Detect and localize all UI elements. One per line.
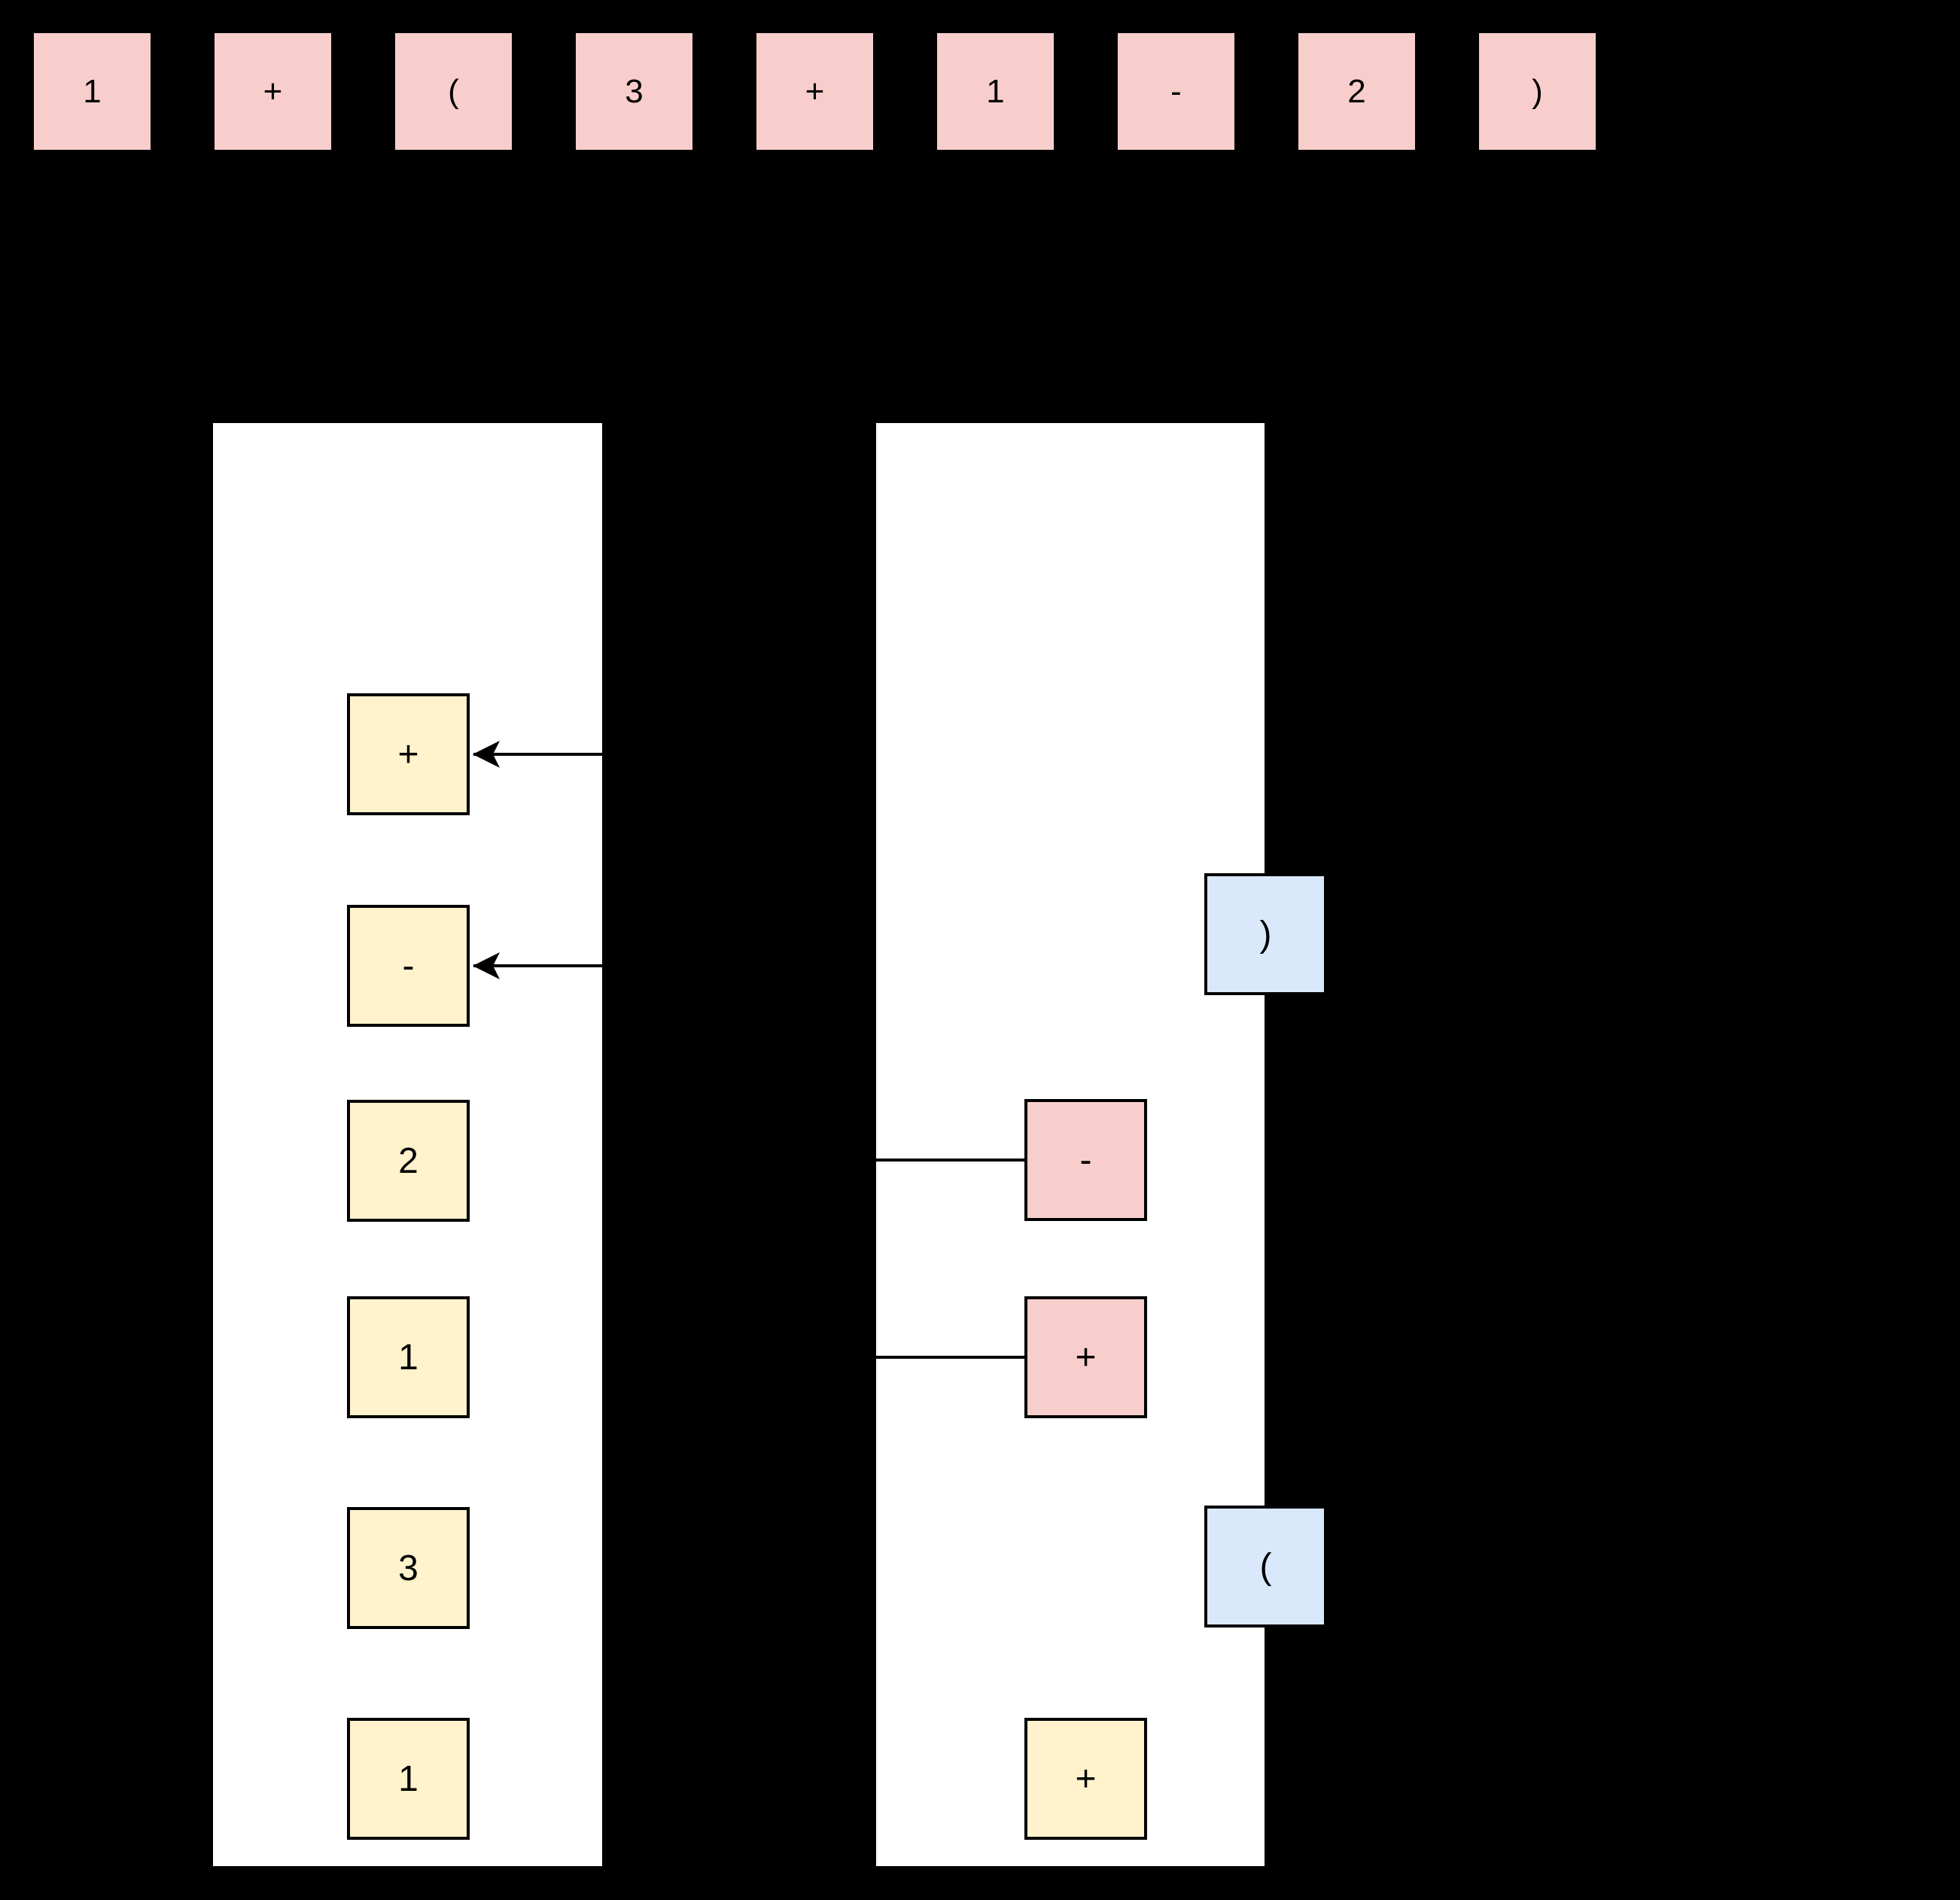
output-stack-item-2: 2 <box>347 1100 470 1222</box>
operator-stack-item-label: ) <box>1259 914 1272 955</box>
operator-stack-item-label: + <box>1075 1758 1097 1799</box>
token-box-close-paren: ) <box>1476 30 1599 153</box>
token-box-plus: + <box>753 30 876 153</box>
token-box-label: + <box>805 72 825 110</box>
output-stack-item-label: 1 <box>398 1758 418 1799</box>
token-box-label: 3 <box>625 72 644 110</box>
token-box-label: 2 <box>1347 72 1366 110</box>
token-box-minus: - <box>1115 30 1237 153</box>
output-stack-item-minus: - <box>347 905 470 1027</box>
token-box-1: 1 <box>31 30 154 153</box>
output-stack-item-label: 2 <box>398 1140 418 1181</box>
operator-stack-item-plus: + <box>1024 1296 1147 1418</box>
output-stack-item-plus: + <box>347 693 470 815</box>
operator-stack-item-close-paren: ) <box>1204 873 1327 995</box>
operator-stack-item-label: ( <box>1259 1546 1272 1587</box>
output-stack-item-label: - <box>402 945 415 986</box>
operator-stack-item-minus: - <box>1024 1099 1147 1221</box>
operator-stack-item-label: + <box>1075 1337 1097 1378</box>
token-box-label: + <box>263 72 283 110</box>
operator-stack-item-plus: + <box>1024 1718 1147 1840</box>
operator-stack-item-open-paren: ( <box>1204 1506 1327 1627</box>
token-box-1: 1 <box>934 30 1057 153</box>
token-box-label: ( <box>448 72 459 110</box>
output-stack-item-1: 1 <box>347 1296 470 1418</box>
output-stack-item-1: 1 <box>347 1718 470 1840</box>
token-box-2: 2 <box>1295 30 1418 153</box>
token-box-label: 1 <box>83 72 102 110</box>
token-box-label: - <box>1170 72 1182 110</box>
output-stack-item-label: 1 <box>398 1337 418 1378</box>
output-stack-item-3: 3 <box>347 1507 470 1629</box>
token-box-label: 1 <box>986 72 1005 110</box>
operator-stack-item-label: - <box>1079 1140 1092 1180</box>
token-box-3: 3 <box>573 30 695 153</box>
token-box-plus: + <box>212 30 334 153</box>
edge-operator-plus-to-output-plus <box>473 741 1024 1359</box>
output-stack-item-label: + <box>397 734 419 775</box>
token-box-label: ) <box>1532 72 1543 110</box>
output-stack-item-label: 3 <box>398 1548 418 1588</box>
token-box-open-paren: ( <box>392 30 515 153</box>
